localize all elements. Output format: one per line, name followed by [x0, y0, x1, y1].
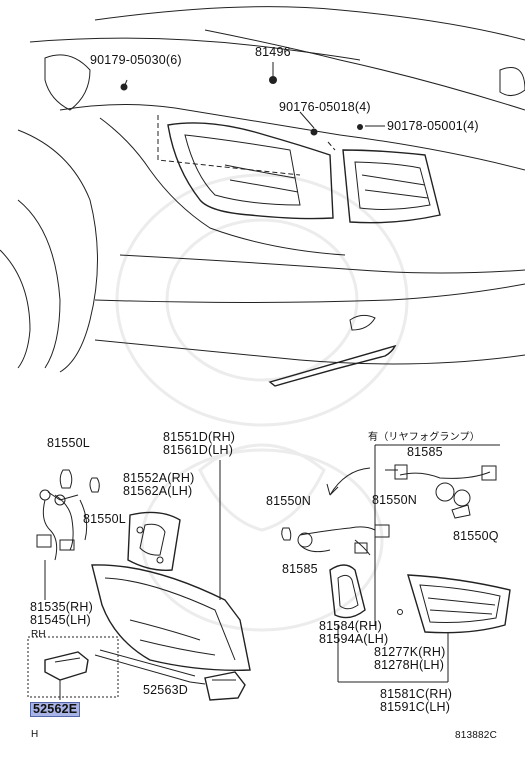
upper-fasteners: [120, 62, 385, 136]
label-socket-lower: 81585: [282, 562, 318, 576]
rh-socket-part: [27, 636, 119, 700]
label-socket-rh: 81535(RH): [30, 600, 93, 614]
label-fog-socket: 81585: [407, 445, 443, 459]
label-bulb-n-right: 81550N: [372, 493, 417, 507]
watermark-emblem: [115, 173, 409, 632]
label-cover-rh: 81584(RH): [319, 619, 382, 633]
label-cover-lh: 81594A(LH): [319, 632, 389, 646]
bracket-52563d: [94, 649, 246, 701]
label-bulb-n-left: 81550N: [266, 494, 311, 508]
label-clip-lh: 81278H(LH): [374, 658, 445, 672]
label-bracket: 52563D: [143, 683, 188, 697]
label-lamp-lh: 81591C(LH): [380, 700, 451, 714]
installed-tail-lamp-outer: [157, 115, 334, 220]
label-h-note: H: [31, 729, 39, 740]
label-gasket-rh: 81552A(RH): [123, 471, 195, 485]
label-socket-lh: 81545(LH): [30, 613, 91, 627]
label-bulb-q: 81550Q: [453, 529, 499, 543]
label-lens-gasket-lh: 81561D(LH): [163, 443, 234, 457]
left-socket-harness: [36, 469, 100, 600]
leader-lines: [337, 625, 449, 683]
inner-lamp-unit: [397, 574, 511, 634]
label-bolt-upper-left: 90179-05030(6): [90, 53, 182, 67]
label-screw-right: 90178-05001(4): [387, 119, 479, 133]
lower-socket-harness: [281, 524, 390, 556]
label-bulb-left-small: 81550L: [83, 512, 126, 526]
fog-harness: [326, 444, 500, 625]
label-lamp-rh: 81581C(RH): [380, 687, 453, 701]
vehicle-rear-body: [0, 6, 525, 387]
label-gasket-lh: 81562A(LH): [123, 484, 193, 498]
gasket-bracket: [127, 511, 181, 571]
label-rh-note: RH: [31, 629, 46, 640]
label-nut-top: 81496: [255, 45, 291, 59]
label-fog-note: 有（リヤフォグランプ）: [368, 432, 480, 443]
label-lens-gasket-rh: 81551D(RH): [163, 430, 236, 444]
label-clip-rh: 81277K(RH): [374, 645, 446, 659]
inner-lamp-cover: [329, 564, 366, 619]
label-part-52562e[interactable]: 52562E: [30, 702, 81, 717]
label-screw-mid: 90176-05018(4): [279, 100, 371, 114]
outer-lamp-lens: [91, 460, 251, 671]
label-bulb-left: 81550L: [47, 436, 90, 450]
label-figure-code: 813882C: [455, 730, 497, 741]
installed-tail-lamp-inner: [327, 141, 441, 224]
